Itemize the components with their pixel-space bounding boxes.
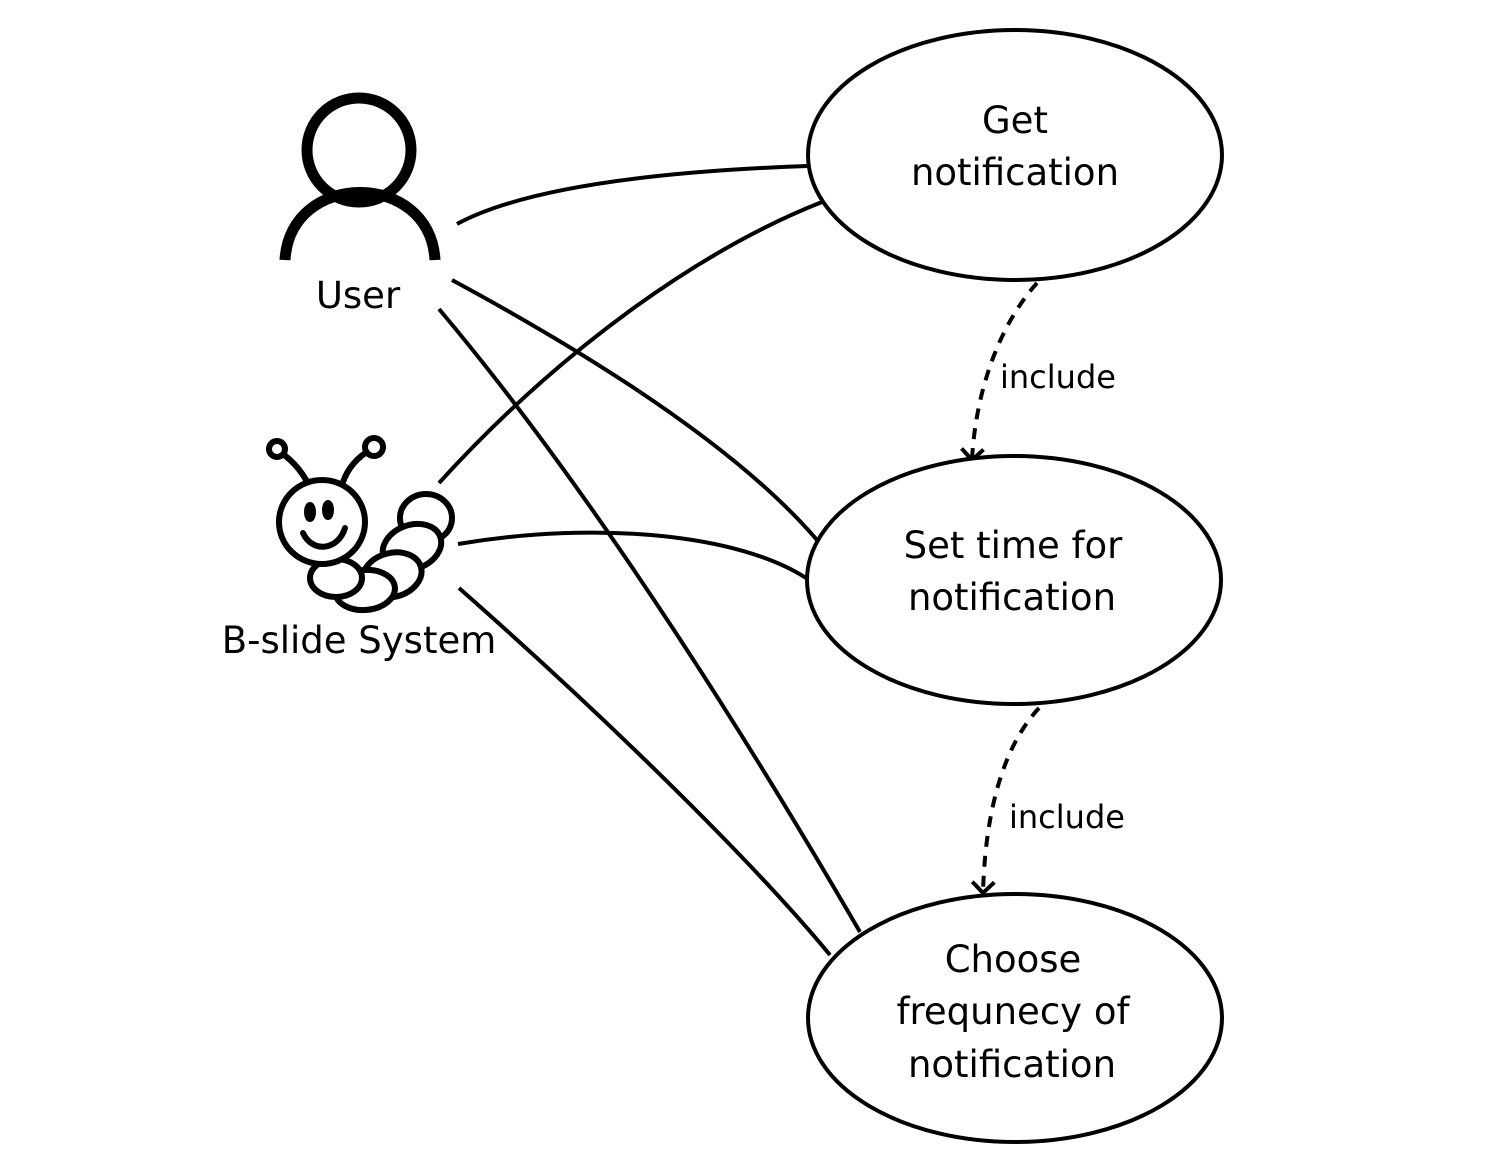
actor-user-label: User xyxy=(316,274,401,317)
use-case-get-notification-line1: Get xyxy=(982,99,1048,142)
include-arrow-2 xyxy=(970,706,1041,896)
include-arrow-1 xyxy=(960,281,1039,463)
include-label-2: include xyxy=(1009,798,1125,836)
use-case-choose-frequency[interactable] xyxy=(806,892,1224,1144)
use-case-get-notification[interactable] xyxy=(806,28,1224,282)
actor-system-label: B-slide System xyxy=(222,619,497,662)
person-icon xyxy=(279,92,441,261)
assoc-user-set-time xyxy=(451,278,819,542)
assoc-system-choose-frequency xyxy=(457,586,832,957)
use-case-choose-frequency-line3: notification xyxy=(908,1043,1116,1086)
assoc-system-set-time xyxy=(457,530,808,580)
use-case-choose-frequency-line1: Choose xyxy=(945,938,1082,981)
use-case-set-time-line2: notification xyxy=(908,576,1116,619)
assoc-user-get-notification xyxy=(456,164,808,226)
assoc-user-choose-frequency xyxy=(437,307,862,934)
use-case-set-time[interactable] xyxy=(805,454,1223,706)
use-case-choose-frequency-line2: frequnecy of xyxy=(896,990,1130,1033)
include-label-1: include xyxy=(1000,358,1116,396)
use-case-set-time-line1: Set time for xyxy=(904,524,1124,567)
assoc-system-get-notification xyxy=(437,200,823,485)
use-case-get-notification-line2: notification xyxy=(911,151,1119,194)
caterpillar-mascot-icon xyxy=(266,435,455,614)
